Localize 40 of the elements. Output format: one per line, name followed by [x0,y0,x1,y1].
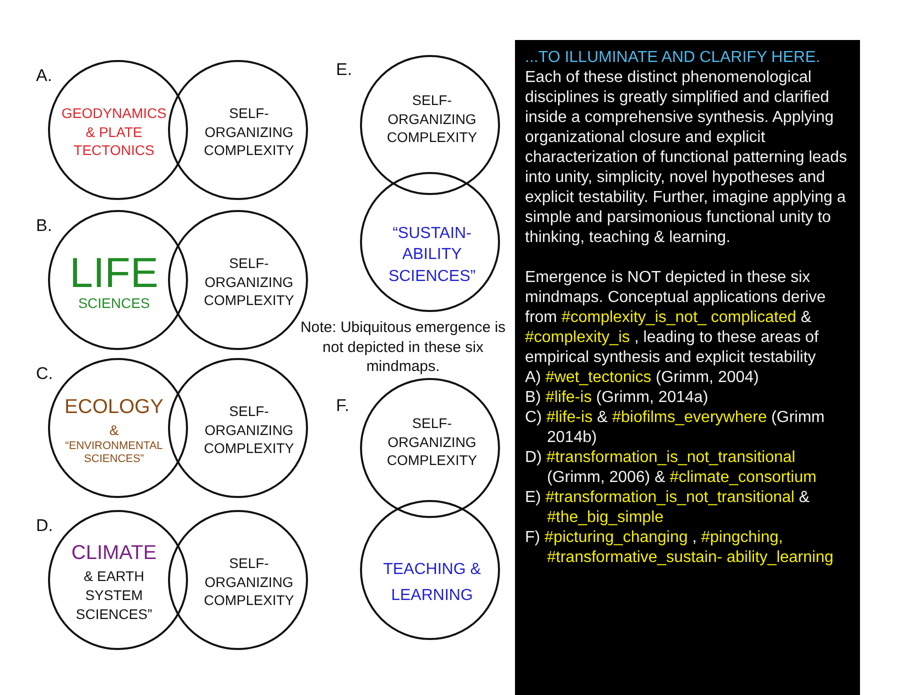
circle-text: LIFE [70,252,158,294]
reference-item: F) #picturing_changing , #pingching, #transformative_sustain- ability_learning [525,528,834,568]
panel-heading: ...TO ILLUMINATE AND CLARIFY HERE. [525,48,822,68]
circle-text: & [109,421,119,440]
diagram-letter: B. [36,216,52,236]
diagram-letter: D. [36,516,53,536]
circle-text: “ENVIRONMENTAL SCIENCES” [64,440,164,466]
circle-text: SELF- ORGANIZING COMPLEXITY [202,254,296,310]
venn-circle [168,358,308,498]
circle-text: GEODYNAMICS & PLATE TECTONICS [60,104,168,160]
circle-text: SCIENCES [78,294,150,312]
note-text: Note: Ubiquitous emergence is not depicted in these six mindmaps. [299,318,507,376]
venn-circle [168,60,308,200]
reference-item: C) #life-is & #biofilms_everywhere (Grimm 2014b) [525,408,826,448]
diagram-letter: C. [36,364,53,384]
circle-text: SELF- ORGANIZING COMPLEXITY [386,90,478,148]
circle-text: SELF- ORGANIZING COMPLEXITY [386,414,478,470]
circle-text: “SUSTAIN- ABILITY SCIENCES” [387,224,477,287]
circle-text: SELF- ORGANIZING COMPLEXITY [202,402,296,458]
venn-circle [168,510,308,650]
text-panel [515,40,860,695]
venn-circle [360,172,500,312]
circle-text: & EARTH SYSTEM SCIENCES” [74,567,154,624]
venn-circle [360,500,500,640]
diagram-letter: F. [336,396,350,416]
circle-text: CLIMATE [71,541,157,566]
panel-paragraph: Each of these distinct phenomenological disciplines is greatly simplified and clarified inside a comprehensive synthesis. Applying organizational closure and explicit characterization of functional patterning leads into unity, simplicity, novel hypotheses and explicit testability. Further, imagine applying a simple and parsimonious functional unity to thinking, teaching & learning. [525,68,848,248]
venn-circle [360,378,500,518]
circle-text: TEACHING & LEARNING [382,560,482,606]
reference-item: D) #transformation_is_not_transitional (Grimm, 2006) & #climate_consortium [525,448,818,488]
venn-circle [360,55,500,195]
diagram-letter: A. [36,66,52,86]
circle-text: ECOLOGY [64,395,164,420]
panel-paragraph: Emergence is NOT depicted in these six mindmaps. Conceptual applications derive from #complexity_is_not_ complicated & #complexity_is , leading to these areas of empirical synthesis and explicit testability [525,268,827,368]
reference-item: B) #life-is (Grimm, 2014a) [525,388,710,408]
circle-text: SELF- ORGANIZING COMPLEXITY [202,554,296,610]
reference-item: E) #transformation_is_not_transitional & #the_big_simple [525,488,811,528]
diagram-letter: E. [336,60,352,80]
reference-item: A) #wet_tectonics (Grimm, 2004) [525,368,760,388]
circle-text: SELF- ORGANIZING COMPLEXITY [202,104,296,160]
